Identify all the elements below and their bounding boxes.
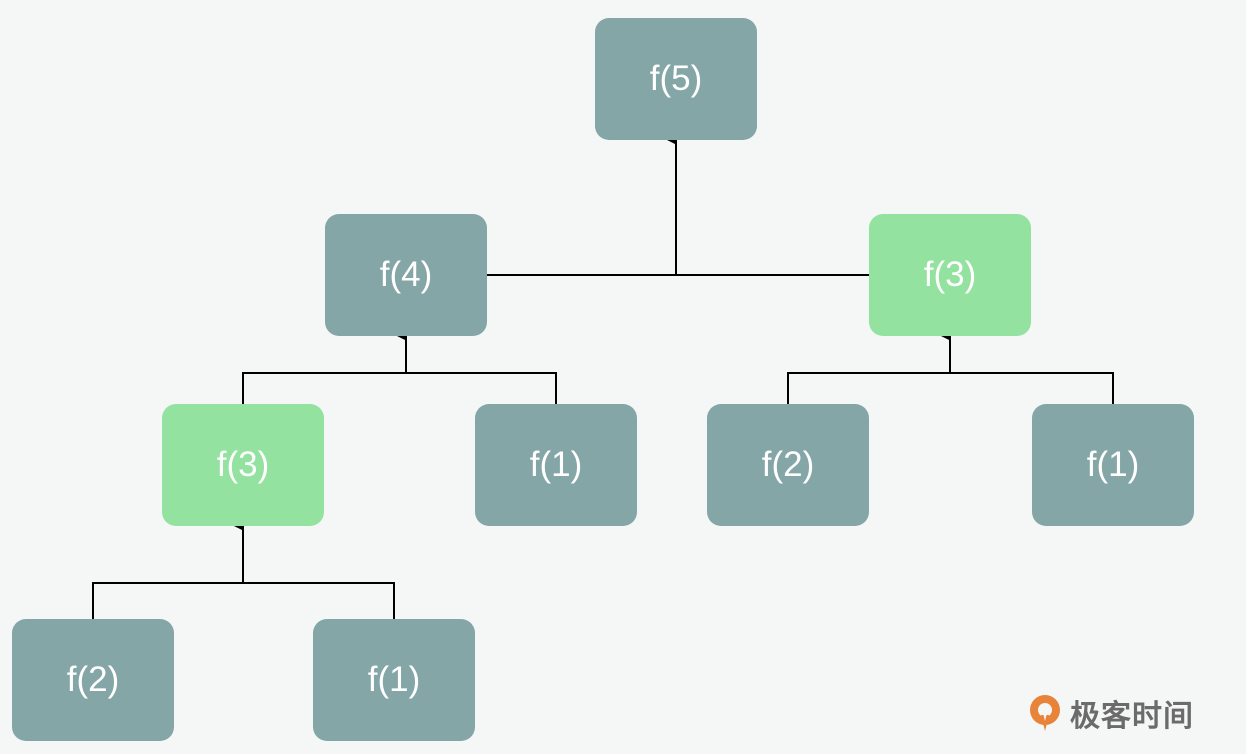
node-f1-mid: f(1) — [475, 404, 637, 526]
node-label: f(1) — [367, 660, 421, 699]
node-label: f(1) — [529, 445, 583, 484]
node-f5: f(5) — [595, 18, 757, 140]
node-f2-bottom: f(2) — [12, 619, 174, 741]
watermark-text: 极客时间 — [1070, 699, 1194, 734]
node-f3-left: f(3) — [162, 404, 324, 526]
node-label: f(4) — [379, 255, 433, 294]
connector-bar — [242, 372, 557, 404]
connector-bar — [92, 582, 395, 619]
node-label: f(3) — [923, 255, 977, 294]
connector-f4 — [242, 331, 557, 404]
connector-f3-left — [92, 521, 395, 619]
watermark-logo: 极客时间 — [1028, 688, 1194, 738]
node-label: f(5) — [649, 59, 703, 98]
node-f4: f(4) — [325, 214, 487, 336]
geektime-logo-icon — [1030, 695, 1060, 731]
connector-f3-right — [787, 331, 1114, 404]
connector-bar — [787, 372, 1114, 404]
node-label: f(3) — [216, 445, 270, 484]
node-f1-right: f(1) — [1032, 404, 1194, 526]
node-f1-bottom: f(1) — [313, 619, 475, 741]
node-label: f(2) — [761, 445, 815, 484]
node-f3-right: f(3) — [869, 214, 1031, 336]
node-f2-right: f(2) — [707, 404, 869, 526]
connector-root — [487, 135, 869, 276]
node-label: f(2) — [66, 660, 120, 699]
node-label: f(1) — [1086, 445, 1140, 484]
